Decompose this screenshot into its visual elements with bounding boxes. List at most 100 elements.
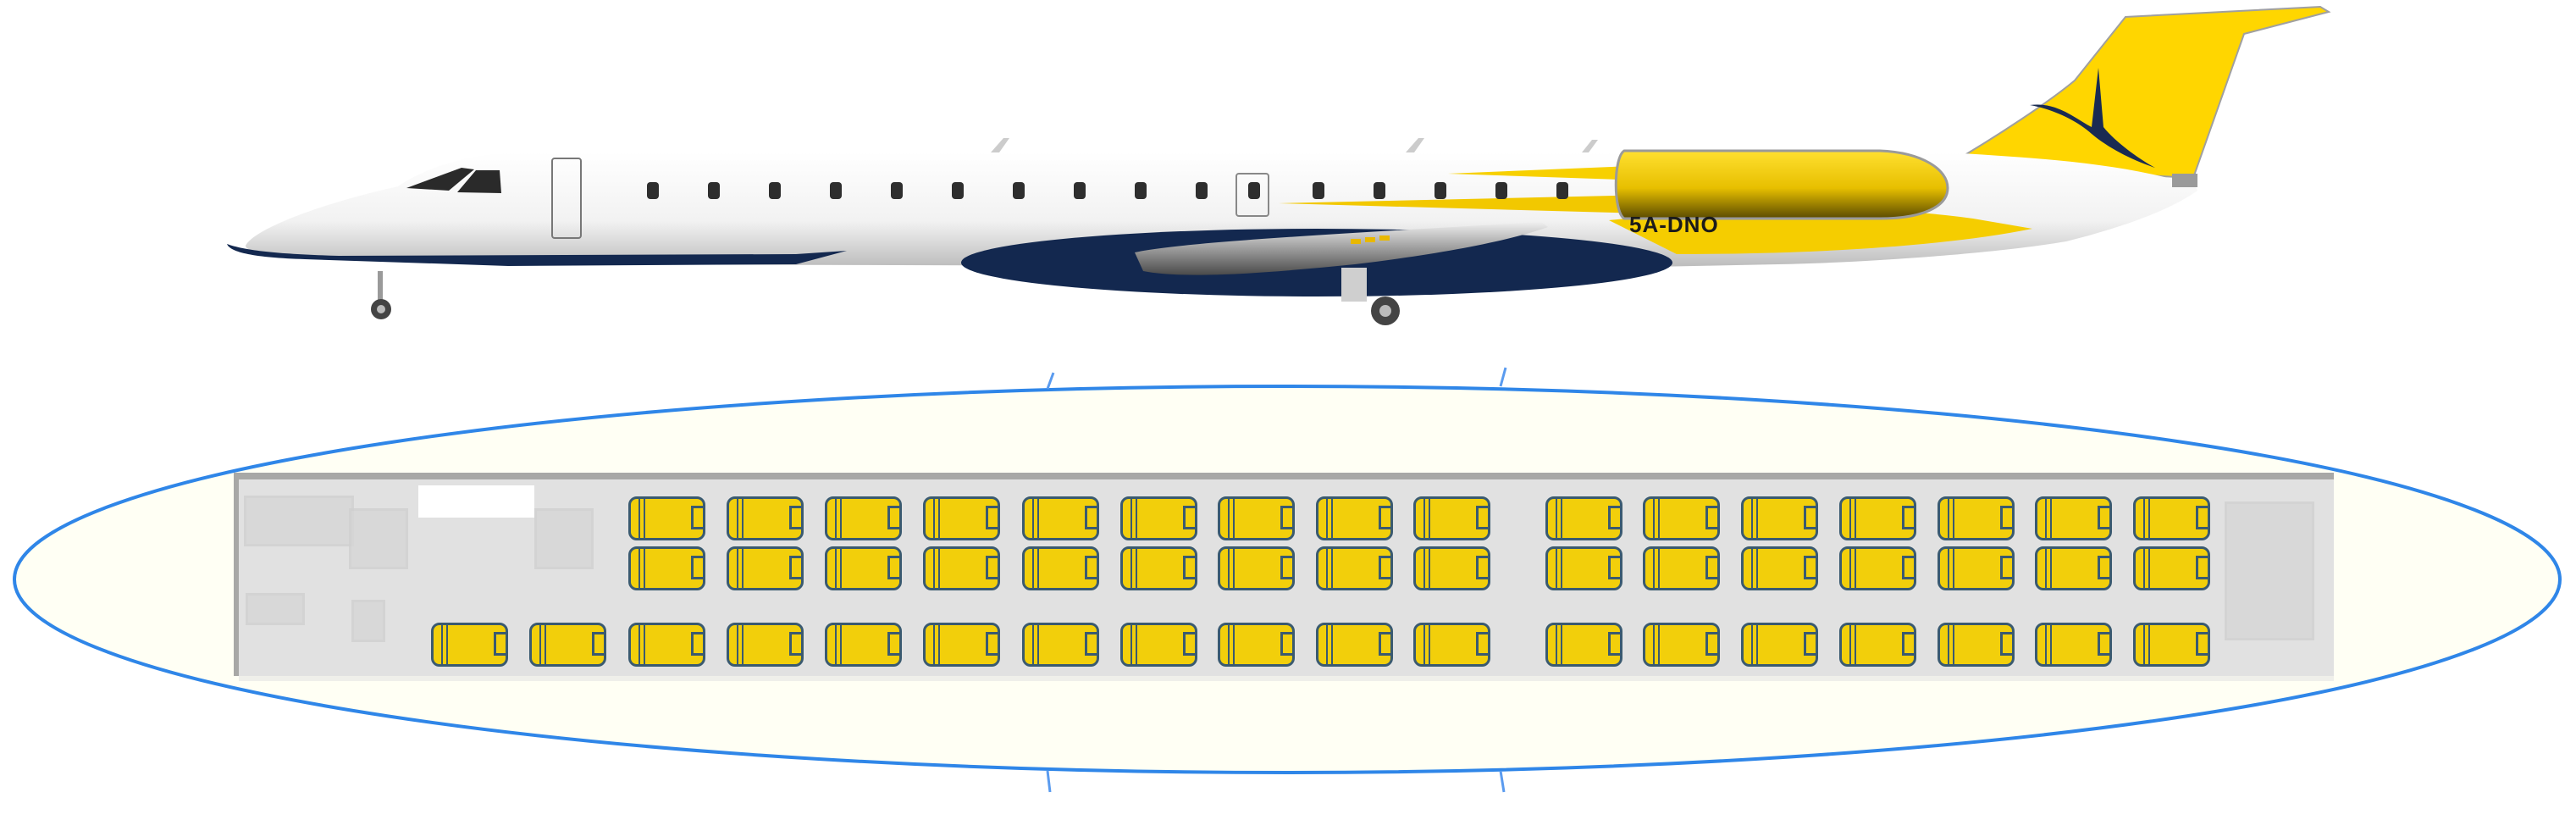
seat-18A[interactable] [2133,496,2210,540]
blank-label [418,485,534,518]
seat-back-line [1653,546,1655,590]
seat-back-line [835,496,837,540]
seat-6C[interactable] [923,623,1000,667]
seat-10A[interactable] [1316,496,1393,540]
seat-16A[interactable] [1938,496,2015,540]
seat-16C[interactable] [1938,623,2015,667]
seat-17C[interactable] [2035,623,2112,667]
seat-back-line [737,546,738,590]
seat-back-line [1855,546,1856,590]
seat-14B[interactable] [1741,546,1818,590]
seat-back-line [638,496,640,540]
seat-16B[interactable] [1938,546,2015,590]
forward-lavatory [246,593,305,625]
seat-8C[interactable] [1120,623,1197,667]
armrest-icon [986,632,1000,656]
forward-closet [349,508,408,569]
seat-18C[interactable] [2133,623,2210,667]
seat-back-line [835,623,837,667]
aircraft-side-view [227,5,2331,325]
seat-back-line [1331,496,1333,540]
armrest-icon [1280,556,1295,579]
seat-11B[interactable] [1413,546,1490,590]
seat-back-line [1233,546,1235,590]
seat-5C[interactable] [825,623,902,667]
seat-9C[interactable] [1218,623,1295,667]
seat-15A[interactable] [1839,496,1916,540]
seat-13C[interactable] [1643,623,1720,667]
seat-back-line [1429,496,1430,540]
nose-landing-gear [371,271,391,319]
seat-1C[interactable] [431,623,508,667]
seat-17B[interactable] [2035,546,2112,590]
seat-6A[interactable] [923,496,1000,540]
seat-back-line [446,623,448,667]
seat-2C[interactable] [529,623,606,667]
seat-18B[interactable] [2133,546,2210,590]
seat-back-line [644,623,645,667]
seat-14C[interactable] [1741,623,1818,667]
seat-17A[interactable] [2035,496,2112,540]
seat-12C[interactable] [1545,623,1622,667]
seat-back-line [1561,496,1562,540]
seat-15C[interactable] [1839,623,1916,667]
armrest-icon [2000,632,2015,656]
seat-13B[interactable] [1643,546,1720,590]
seat-back-line [1429,623,1430,667]
seat-8A[interactable] [1120,496,1197,540]
seat-back-line [2045,623,2047,667]
armrest-icon [1705,556,1720,579]
seat-back-line [835,546,837,590]
seat-back-line [1855,623,1856,667]
seat-7B[interactable] [1022,546,1099,590]
seat-10B[interactable] [1316,546,1393,590]
seat-back-line [1326,623,1328,667]
seat-9A[interactable] [1218,496,1295,540]
armrest-icon [2000,506,2015,529]
seat-3A[interactable] [628,496,705,540]
seat-5B[interactable] [825,546,902,590]
passenger-windows [647,182,1568,199]
seat-14A[interactable] [1741,496,1818,540]
seat-back-line [737,496,738,540]
seat-back-line [1756,496,1758,540]
seat-5A[interactable] [825,496,902,540]
seat-back-line [1849,623,1851,667]
seat-back-line [1751,623,1753,667]
armrest-icon [1902,632,1916,656]
seat-back-line [1228,546,1230,590]
seat-4C[interactable] [727,623,804,667]
seat-4B[interactable] [727,546,804,590]
seat-back-line [1429,546,1430,590]
seat-back-line [1561,546,1562,590]
seat-6B[interactable] [923,546,1000,590]
armrest-icon [2196,506,2210,529]
seat-back-line [742,496,744,540]
seat-12A[interactable] [1545,496,1622,540]
seat-3C[interactable] [628,623,705,667]
seat-back-line [441,623,443,667]
seat-13A[interactable] [1643,496,1720,540]
seat-3B[interactable] [628,546,705,590]
seat-back-line [1032,546,1034,590]
seat-12B[interactable] [1545,546,1622,590]
seat-4A[interactable] [727,496,804,540]
seat-back-line [737,623,738,667]
seat-back-line [1233,623,1235,667]
seat-15B[interactable] [1839,546,1916,590]
seat-back-line [1032,496,1034,540]
armrest-icon [2098,632,2112,656]
armrest-icon [887,632,902,656]
armrest-icon [1804,632,1818,656]
seat-7C[interactable] [1022,623,1099,667]
seat-8B[interactable] [1120,546,1197,590]
seat-back-line [1326,546,1328,590]
seat-11C[interactable] [1413,623,1490,667]
seat-10C[interactable] [1316,623,1393,667]
cabin-wall [234,473,239,676]
seat-11A[interactable] [1413,496,1490,540]
seat-7A[interactable] [1022,496,1099,540]
seat-back-line [2143,623,2145,667]
seat-9B[interactable] [1218,546,1295,590]
